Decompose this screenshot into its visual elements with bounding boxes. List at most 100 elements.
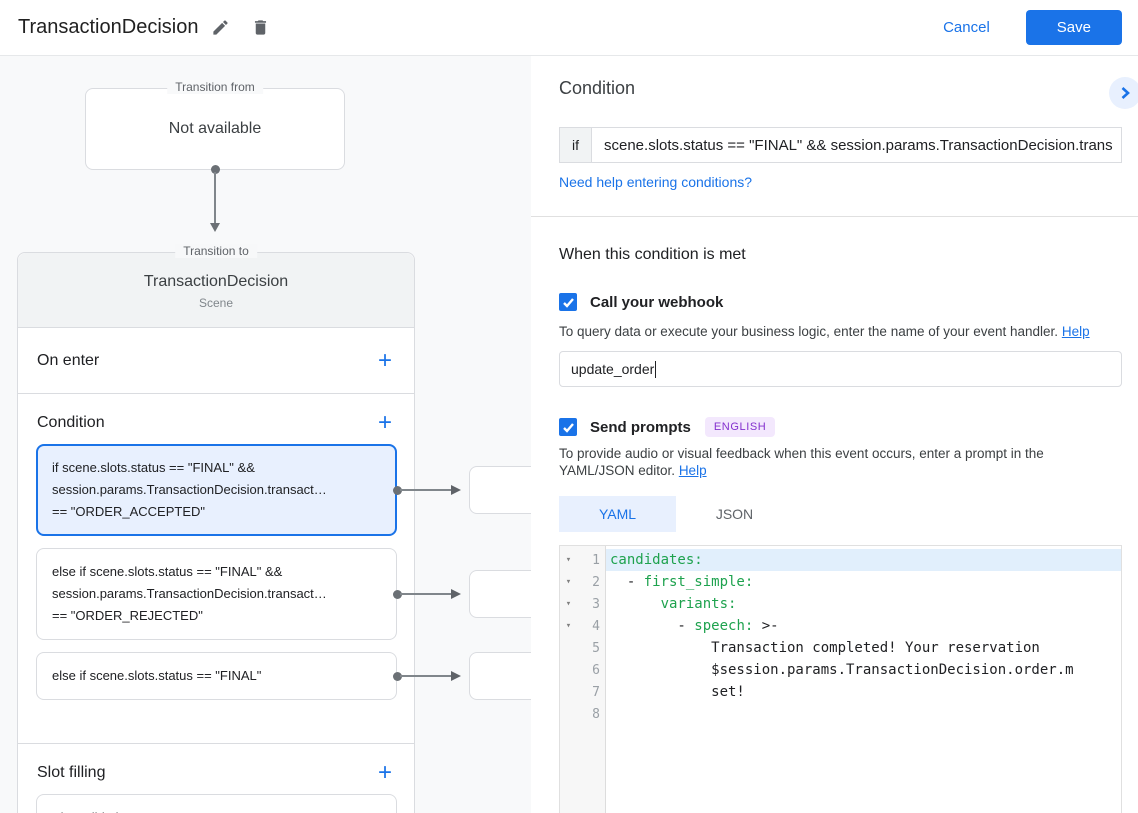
call-webhook-checkbox[interactable]	[559, 293, 577, 311]
code-line: set!	[610, 684, 745, 700]
slot-filling-label: Slot filling	[37, 764, 106, 781]
top-bar: TransactionDecision Cancel Save	[0, 0, 1138, 56]
send-prompts-row: Send prompts ENGLISH	[559, 417, 1122, 437]
condition-text: if scene.slots.status == "FINAL" &&	[52, 460, 255, 475]
transition-target-box[interactable]	[469, 466, 531, 514]
slot-validation-label: Slot validation	[52, 807, 381, 813]
check-icon	[562, 421, 575, 434]
chevron-right-icon	[1118, 86, 1132, 100]
transition-from-label: Transition from	[167, 80, 263, 94]
connector-dot	[393, 671, 402, 681]
add-condition-button[interactable]: +	[377, 409, 392, 436]
transition-target-box[interactable]	[469, 652, 531, 700]
cancel-button[interactable]: Cancel	[943, 19, 990, 36]
condition-expression-field[interactable]: if scene.slots.status == "FINAL" && sess…	[559, 127, 1122, 163]
language-badge: ENGLISH	[704, 417, 776, 437]
condition-text: else if scene.slots.status == "FINAL"	[52, 668, 262, 683]
fold-arrow-icon[interactable]: ▾	[565, 555, 572, 565]
call-webhook-row: Call your webhook	[559, 293, 1122, 311]
condition-card-3[interactable]: else if scene.slots.status == "FINAL"	[36, 652, 397, 700]
connector-line	[400, 593, 451, 595]
call-webhook-label: Call your webhook	[590, 293, 724, 311]
condition-text: == "ORDER_REJECTED"	[52, 608, 203, 623]
connector-line	[400, 675, 451, 677]
code-line: Transaction completed! Your reservation	[610, 640, 1040, 656]
add-on-enter-button[interactable]: +	[377, 346, 392, 374]
on-enter-label: On enter	[37, 351, 100, 369]
code-line: - first_simple:	[610, 574, 754, 590]
condition-section: Condition + if scene.slots.status == "FI…	[18, 394, 414, 744]
prompts-help-link[interactable]: Help	[678, 463, 707, 478]
condition-text: else if scene.slots.status == "FINAL" &&	[52, 564, 283, 579]
scene-card-header: TransactionDecision Scene	[18, 253, 414, 328]
connector-dot	[393, 485, 402, 495]
arrowhead-icon	[451, 671, 461, 681]
condition-section-label: Condition	[37, 414, 105, 431]
prompts-description: To provide audio or visual feedback when…	[559, 446, 1044, 478]
edit-scene-button[interactable]	[202, 10, 238, 46]
when-condition-heading: When this condition is met	[559, 246, 746, 263]
collapse-panel-button[interactable]	[1109, 77, 1138, 109]
slot-filling-section: Slot filling + Slot validation	[18, 744, 414, 813]
line-number: 8	[592, 706, 600, 722]
line-number: 2	[592, 574, 600, 590]
code-line: variants:	[660, 596, 737, 612]
transition-from-box: Transition from Not available	[85, 80, 345, 170]
webhook-handler-input[interactable]: update_order	[559, 351, 1122, 387]
trash-icon	[251, 18, 270, 37]
fold-arrow-icon[interactable]: ▾	[565, 621, 572, 631]
transition-to-card: Transition to TransactionDecision Scene …	[17, 244, 415, 813]
condition-expression-value: scene.slots.status == "FINAL" && session…	[604, 136, 1113, 154]
line-number: 1	[592, 552, 600, 568]
text-cursor	[655, 360, 657, 378]
send-prompts-label: Send prompts	[590, 418, 691, 436]
editor-tabs: YAML JSON	[559, 496, 1122, 532]
condition-panel-heading: Condition	[559, 78, 636, 98]
on-enter-row[interactable]: On enter +	[18, 328, 414, 394]
code-line: $session.params.TransactionDecision.orde…	[610, 662, 1074, 678]
scene-name: TransactionDecision	[143, 273, 289, 290]
editor-code-area[interactable]: candidates: - first_simple: variants: - …	[606, 546, 1121, 813]
line-number: 7	[592, 684, 600, 700]
condition-card-1[interactable]: if scene.slots.status == "FINAL" && sessi…	[36, 444, 397, 536]
connector-dot	[393, 589, 402, 599]
tab-json[interactable]: JSON	[715, 506, 754, 522]
tab-yaml[interactable]: YAML	[559, 496, 676, 532]
webhook-description: To query data or execute your business l…	[559, 324, 1090, 339]
code-line	[606, 703, 1121, 725]
scene-type-label: Scene	[198, 296, 234, 310]
condition-text: == "ORDER_ACCEPTED"	[52, 504, 205, 519]
line-number: 4	[592, 618, 600, 634]
panel-divider	[531, 216, 1138, 217]
slot-validation-card[interactable]: Slot validation	[36, 794, 397, 813]
connector-line	[400, 489, 451, 491]
check-icon	[562, 296, 575, 309]
code-line: - speech: >-	[610, 618, 779, 634]
fold-arrow-icon[interactable]: ▾	[565, 599, 572, 609]
save-button[interactable]: Save	[1025, 10, 1122, 45]
conditions-help-link[interactable]: Need help entering conditions?	[559, 174, 753, 190]
condition-card-2[interactable]: else if scene.slots.status == "FINAL" &&…	[36, 548, 397, 640]
condition-text: session.params.TransactionDecision.trans…	[52, 482, 327, 497]
delete-scene-button[interactable]	[242, 10, 278, 46]
condition-text: session.params.TransactionDecision.trans…	[52, 586, 327, 601]
scene-diagram-panel: Transition from Not available Transition…	[0, 56, 531, 813]
arrowhead-icon	[451, 485, 461, 495]
condition-details-panel: Condition if scene.slots.status == "FINA…	[531, 56, 1138, 813]
webhook-help-link[interactable]: Help	[1061, 324, 1090, 339]
line-number: 3	[592, 596, 600, 612]
fold-arrow-icon[interactable]: ▾	[565, 577, 572, 587]
condition-list: if scene.slots.status == "FINAL" && sessi…	[18, 438, 414, 722]
line-number: 6	[592, 662, 600, 678]
send-prompts-checkbox[interactable]	[559, 418, 577, 436]
add-slot-button[interactable]: +	[377, 759, 392, 786]
transition-to-label: Transition to	[175, 244, 257, 258]
page-title: TransactionDecision	[18, 16, 199, 38]
transition-from-value: Not available	[168, 120, 262, 137]
if-prefix-label: if	[560, 128, 592, 162]
arrowhead-icon	[451, 589, 461, 599]
transition-target-box[interactable]	[469, 570, 531, 618]
